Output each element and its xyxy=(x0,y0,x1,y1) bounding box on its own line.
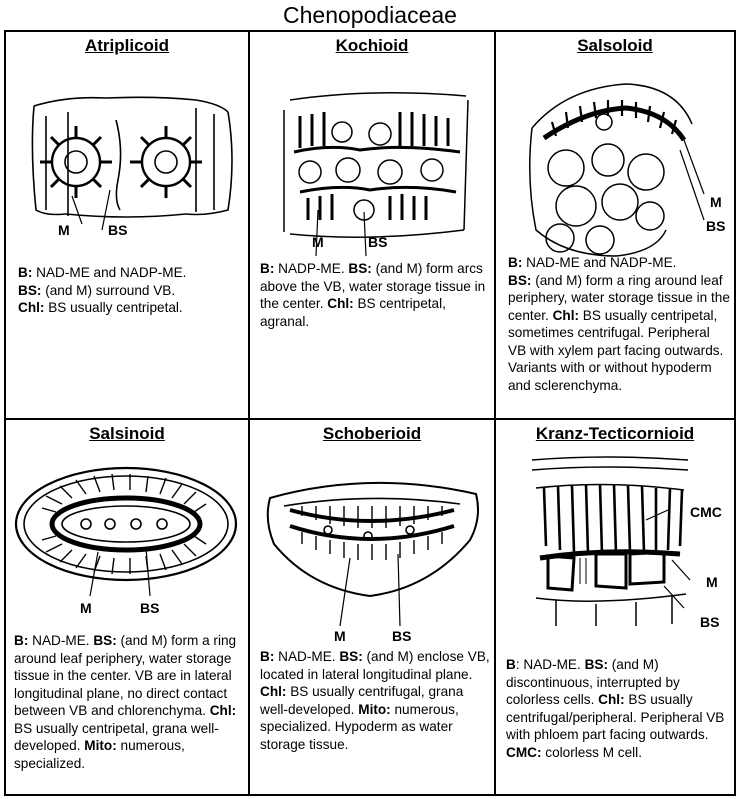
type-grid: Atriplicoid M BS xyxy=(4,30,736,796)
label-m: M xyxy=(80,600,92,616)
kranz-tecticornioid-diagram xyxy=(531,456,691,626)
schoberioid-diagram xyxy=(266,481,479,627)
cell-atriplicoid: Atriplicoid M BS xyxy=(6,32,248,418)
atriplicoid-diagram xyxy=(31,96,233,231)
cell-description: B: NADP-ME. BS: (and M) form arcs above … xyxy=(260,261,486,329)
cell-description: B: NAD-ME. BS: (and M) enclose VB, locat… xyxy=(260,649,490,752)
label-m: M xyxy=(312,234,324,250)
label-cmc: CMC xyxy=(690,504,722,520)
cell-description: B: NAD-ME. BS: (and M) discontinuous, in… xyxy=(506,657,725,760)
label-bs: BS xyxy=(108,222,128,238)
label-bs: BS xyxy=(700,614,720,630)
label-bs: BS xyxy=(392,628,412,644)
cell-description: B: NAD-ME and NADP-ME. BS: (and M) surro… xyxy=(18,265,187,315)
label-m: M xyxy=(710,194,722,210)
cell-salsinoid: Salsinoid M BS B: NAD-ME. BS: (and M) fo… xyxy=(6,420,248,794)
cell-title: Salsoloid xyxy=(577,36,653,55)
cell-description: B: NAD-ME and NADP-ME. BS: (and M) form … xyxy=(508,255,730,393)
page-title: Chenopodiaceae xyxy=(283,2,457,28)
cell-title: Atriplicoid xyxy=(84,36,170,55)
kochioid-diagram xyxy=(283,92,469,257)
cell-kranz-tecticornioid: Kranz-Tecticornioid CMC xyxy=(496,420,734,794)
salsinoid-diagram xyxy=(14,466,238,597)
label-m: M xyxy=(334,628,346,644)
cell-salsoloid: Salsoloid M BS B: NAD-ME and NADP-ME. BS… xyxy=(496,32,734,418)
label-bs: BS xyxy=(368,234,388,250)
cell-title: Kochioid xyxy=(335,36,409,55)
cell-title: Salsinoid xyxy=(89,424,165,443)
cell-kochioid: Kochioid M BS B: NADP-ME. xyxy=(250,32,494,418)
salsoloid-diagram xyxy=(529,83,705,257)
cell-description: B: NAD-ME. BS: (and M) form a ring aroun… xyxy=(14,633,237,771)
label-m: M xyxy=(58,222,70,238)
cell-schoberioid: Schoberioid M BS B: NAD-ME. BS: (and M) … xyxy=(250,420,494,794)
label-bs: BS xyxy=(140,600,160,616)
label-m: M xyxy=(706,574,718,590)
cell-title: Schoberioid xyxy=(322,424,422,443)
cell-title: Kranz-Tecticornioid xyxy=(535,424,695,443)
label-bs: BS xyxy=(706,218,726,234)
